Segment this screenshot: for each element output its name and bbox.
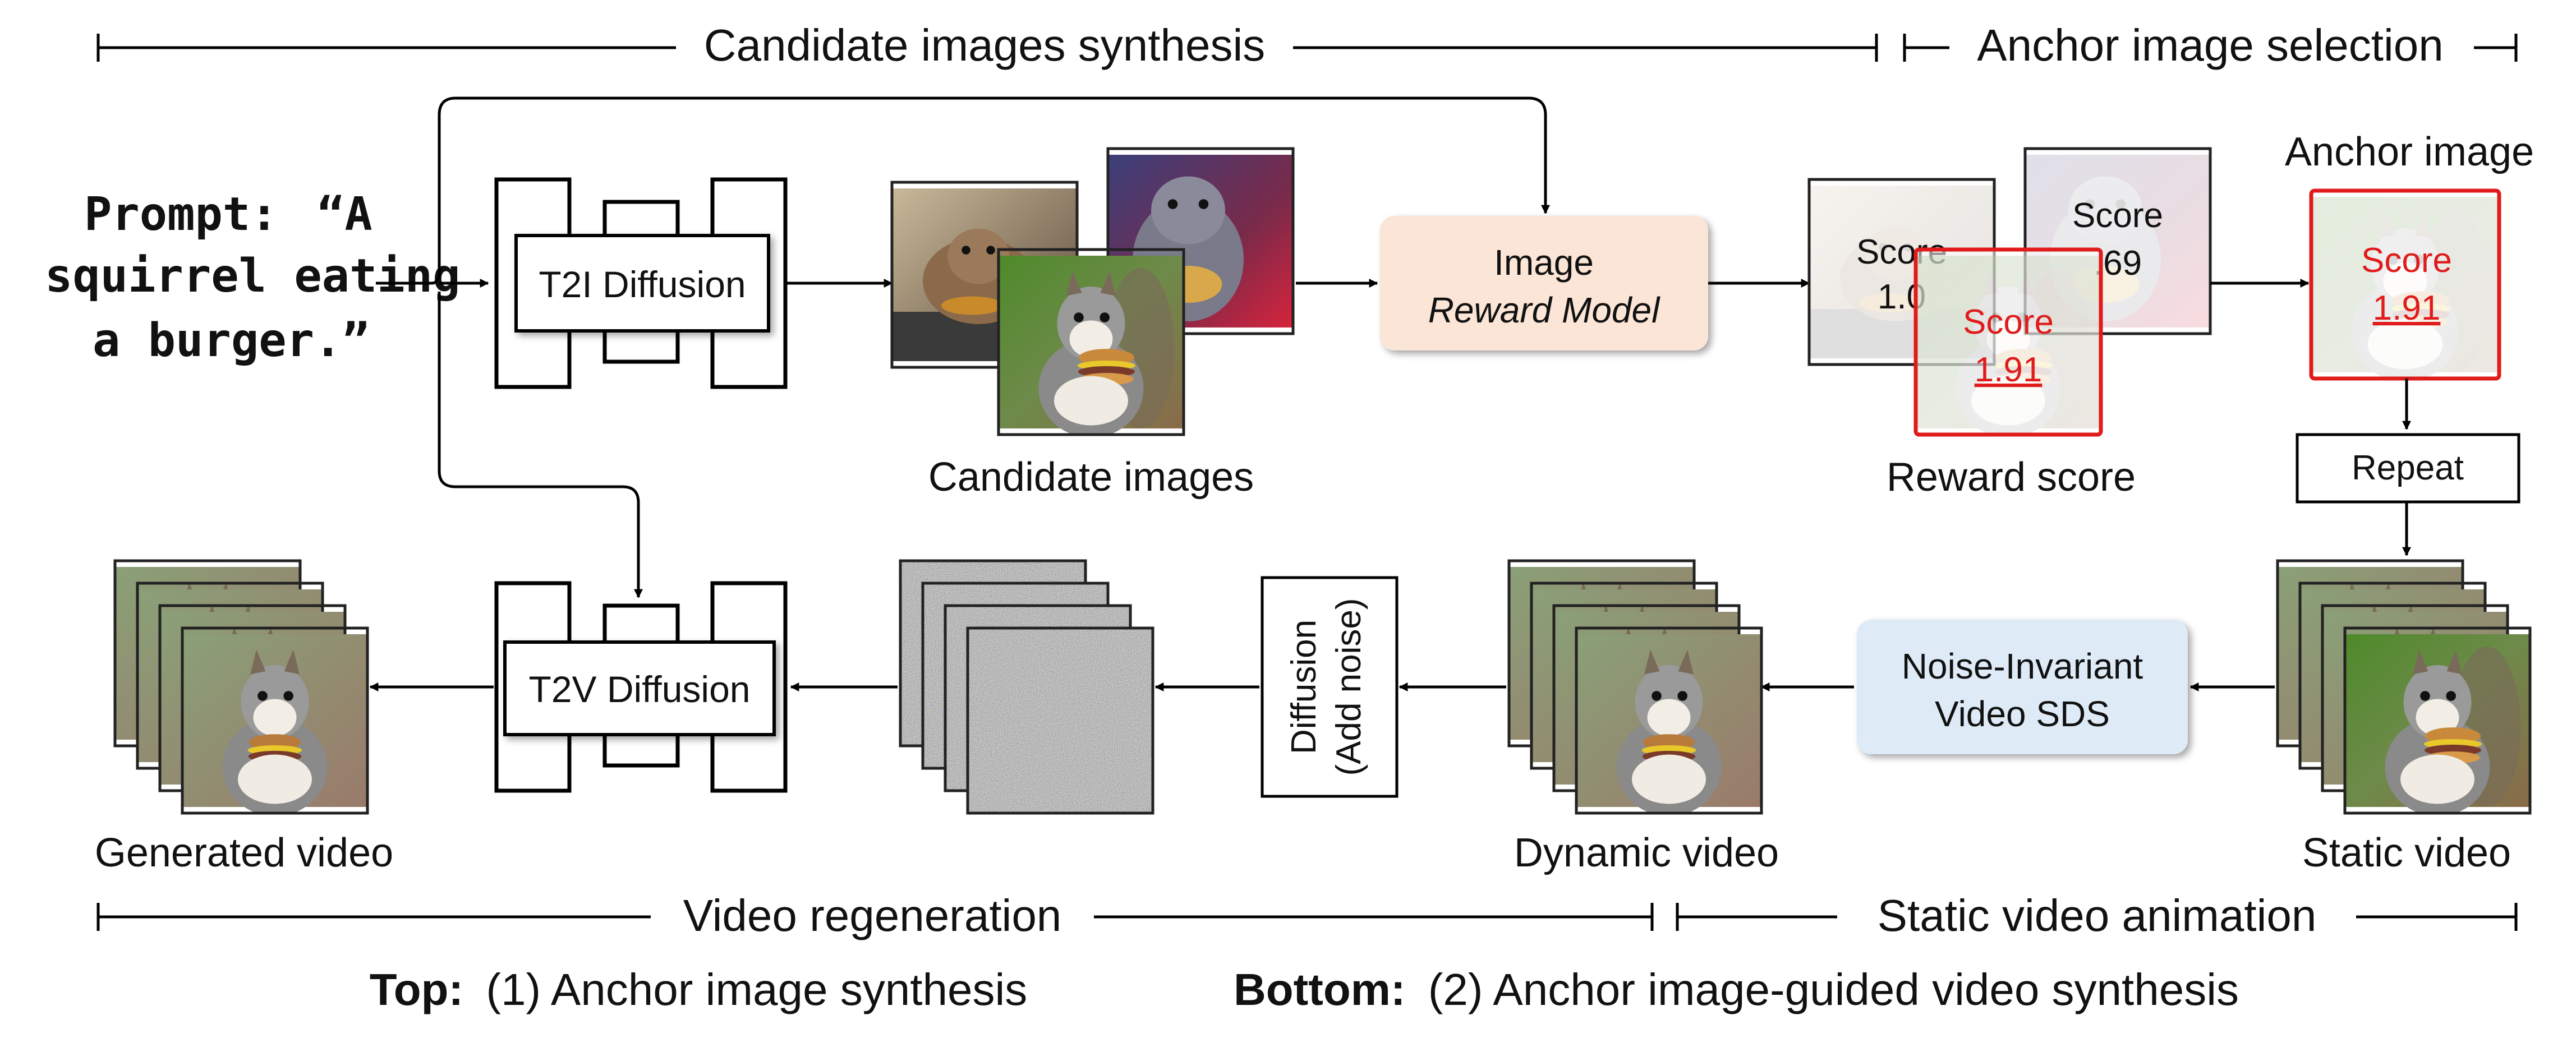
anchor-score-word: Score (2361, 241, 2452, 280)
t2i-label: T2I Diffusion (539, 264, 746, 305)
reward-model-line1: Image (1494, 242, 1594, 283)
reward-model-line2: Reward Model (1428, 290, 1660, 330)
candidate-image-3 (997, 248, 1185, 436)
sds-line1: Noise-Invariant (1902, 646, 2143, 686)
bracket-static-animation (1676, 903, 2518, 931)
dynamic-video-stack (1507, 559, 1763, 815)
candidate-images (890, 147, 1295, 436)
section-title-anchor: Anchor image selection (1977, 20, 2444, 70)
static-video-label: Static video (2302, 831, 2511, 875)
score-card-best: Score 1.91 (1913, 247, 2103, 437)
prompt-line-1: Prompt: “A (84, 188, 372, 241)
caption-top: Top: (1) Anchor image synthesis (370, 965, 1027, 1014)
candidate-images-label: Candidate images (928, 455, 1254, 500)
add-noise-line2: (Add noise) (1330, 598, 1368, 776)
section-title-static-animation: Static video animation (1878, 891, 2317, 940)
score-best-word: Score (1963, 303, 2054, 342)
bracket-anchor-selection (1903, 34, 2518, 62)
reward-score-images: Score 1.0 Score .69 Score 1.91 (1807, 147, 2212, 437)
caption-bottom-rest: (2) Anchor image-guided video synthesis (1428, 965, 2239, 1014)
t2i-box (514, 234, 770, 333)
caption-top-bold: Top: (370, 965, 463, 1014)
score-2-word: Score (2072, 196, 2163, 235)
repeat-label: Repeat (2352, 449, 2464, 487)
reward-score-label: Reward score (1887, 455, 2136, 500)
prompt-line1-rest: “A (317, 188, 372, 241)
dynamic-video-label: Dynamic video (1514, 831, 1779, 875)
score-best-value: 1.91 (1975, 350, 2043, 389)
noisy-frames-stack (899, 559, 1154, 815)
static-video-stack (2276, 559, 2532, 815)
anchor-image: Score 1.91 (2309, 188, 2501, 381)
sds-line2: Video SDS (1935, 694, 2110, 734)
prompt-connectors (376, 96, 1551, 598)
caption-top-rest: (1) Anchor image synthesis (486, 965, 1027, 1014)
add-noise-line1: Diffusion (1285, 620, 1323, 754)
t2v-box (503, 640, 776, 736)
t2v-label: T2V Diffusion (529, 668, 751, 710)
caption-bottom-bold: Bottom: (1234, 965, 1406, 1014)
add-noise-box (1261, 576, 1399, 798)
repeat-box (2296, 433, 2520, 504)
generated-video-label: Generated video (95, 831, 393, 875)
bracket-video-regeneration (96, 903, 1654, 931)
candidate-image-2 (1106, 147, 1295, 335)
section-title-regeneration: Video regeneration (683, 891, 1062, 940)
sds-box (1857, 620, 2188, 754)
bracket-candidate-synthesis (96, 34, 1878, 62)
generated-video-stack (113, 559, 369, 815)
caption-bottom: Bottom: (2) Anchor image-guided video sy… (1234, 965, 2239, 1014)
prompt-label: Prompt: (84, 188, 278, 241)
anchor-image-label: Anchor image (2285, 130, 2534, 174)
anchor-score-value: 1.91 (2373, 289, 2441, 327)
prompt-line-2: squirrel eating (45, 250, 461, 303)
section-title-candidate: Candidate images synthesis (704, 20, 1266, 70)
prompt-line-3: a burger.” (93, 314, 370, 367)
reward-model-box (1380, 216, 1708, 350)
